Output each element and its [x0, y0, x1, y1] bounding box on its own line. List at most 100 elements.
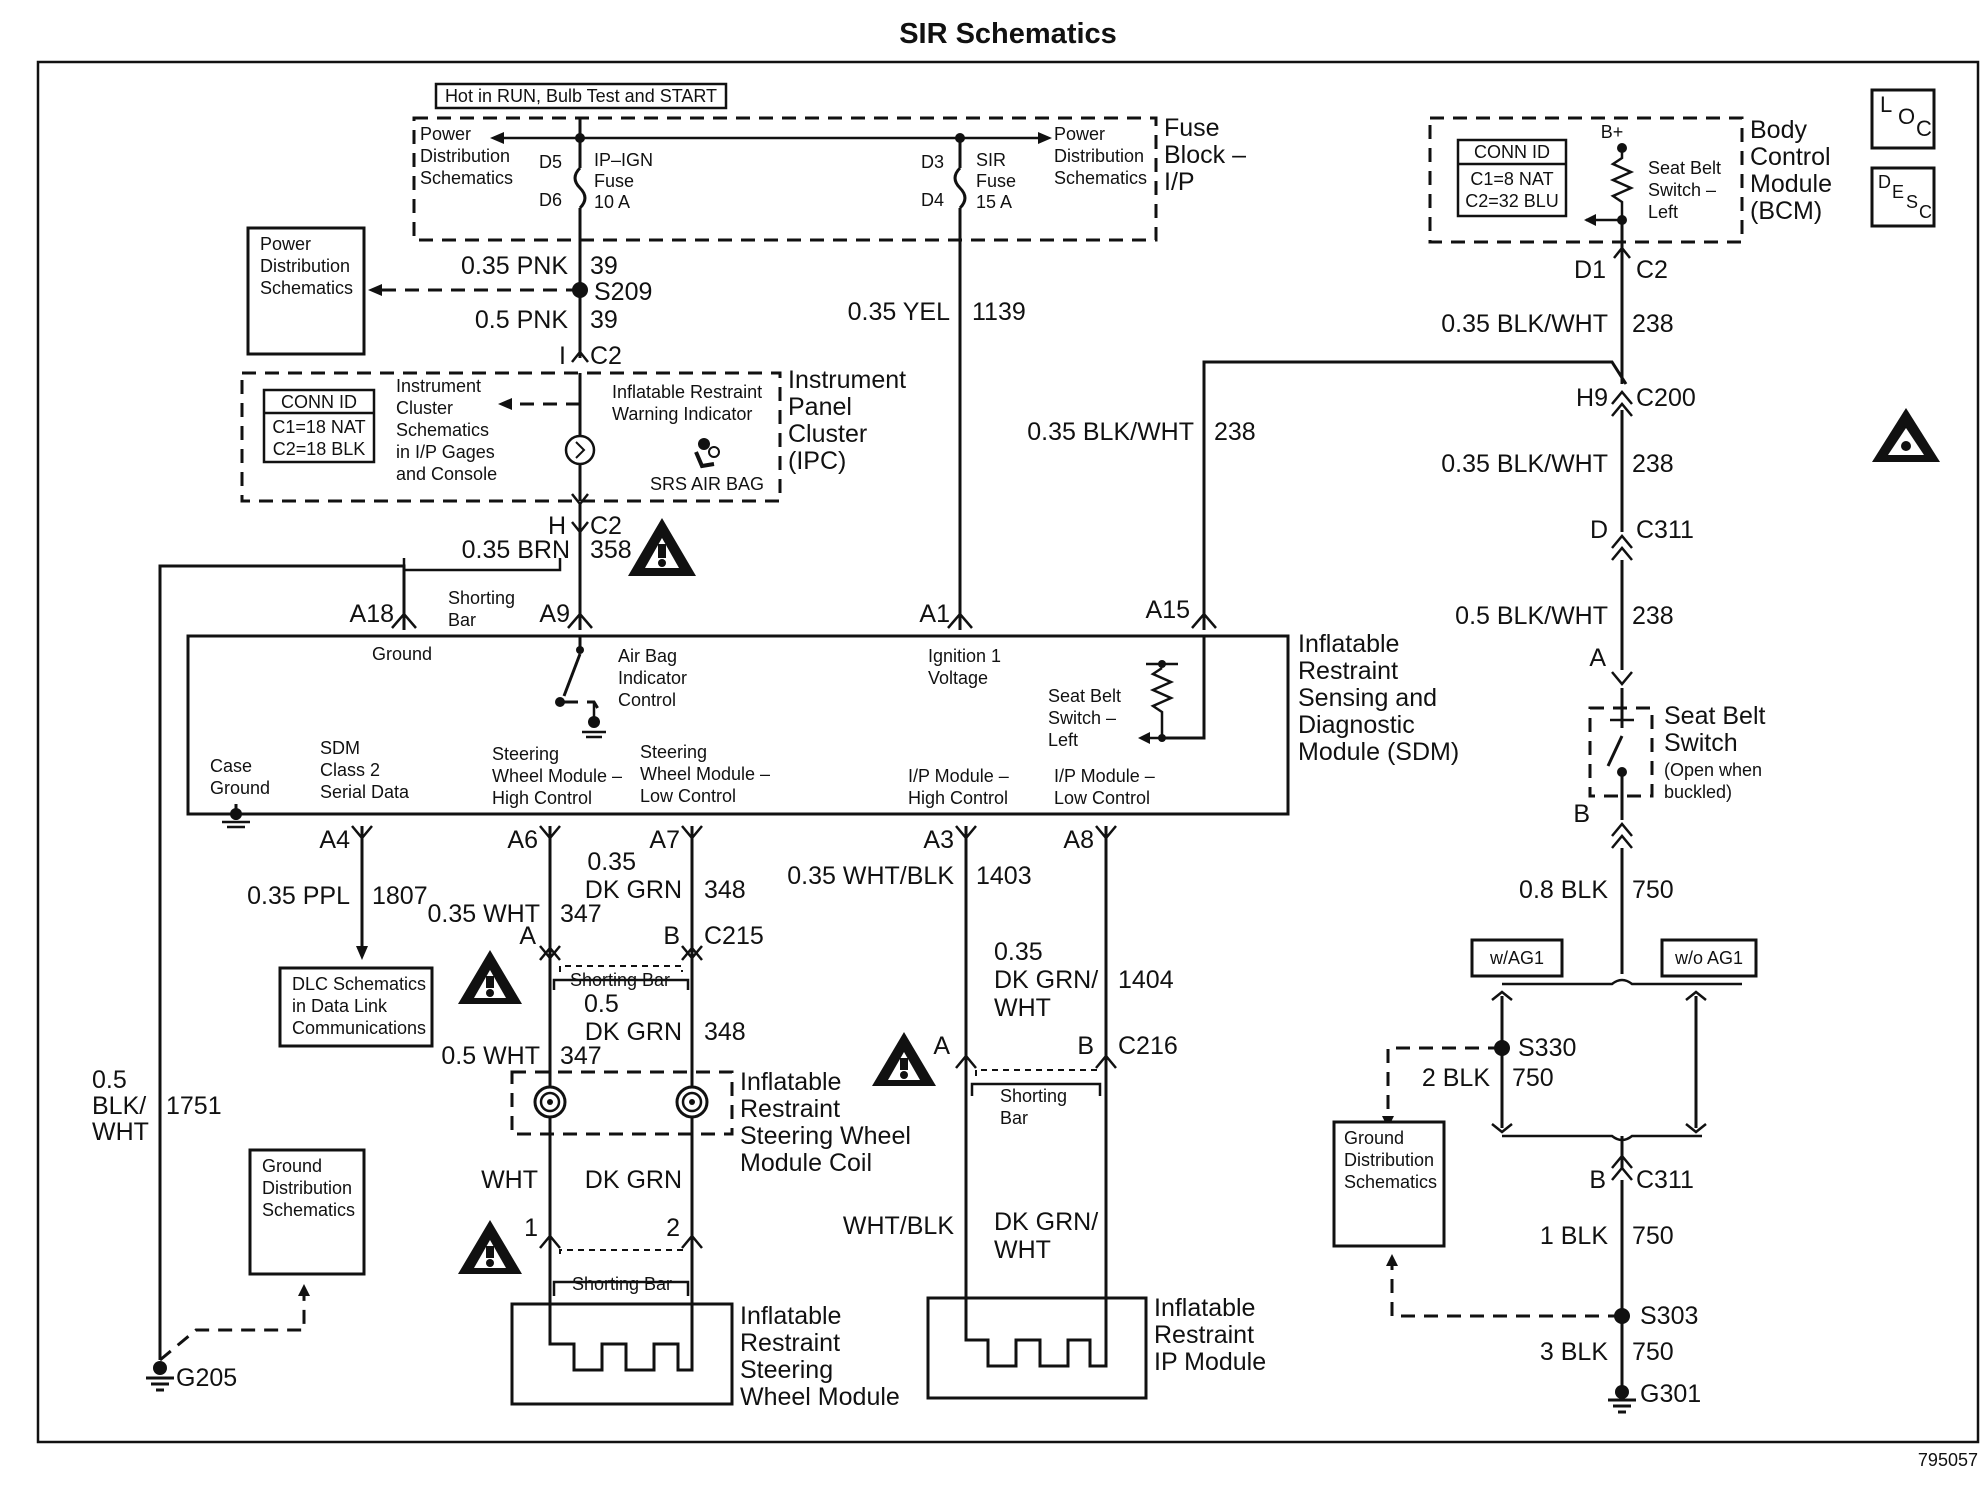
svg-text:Distribution: Distribution	[262, 1178, 352, 1198]
wire-label-gnd-bw: 0.5	[92, 1066, 127, 1094]
svg-text:Distribution: Distribution	[260, 256, 350, 276]
figure-id: 795057	[1918, 1450, 1978, 1470]
swm-label: Inflatable	[740, 1302, 841, 1330]
svg-text:DK GRN: DK GRN	[585, 1018, 682, 1046]
svg-text:buckled): buckled)	[1664, 782, 1732, 802]
svg-text:Seat Belt: Seat Belt	[1048, 686, 1121, 706]
svg-text:Schematics: Schematics	[262, 1200, 355, 1220]
gnd-dist-right[interactable]	[1332, 1120, 1446, 1248]
svg-text:347: 347	[560, 900, 602, 928]
svg-text:A7: A7	[649, 826, 680, 854]
svg-text:Panel: Panel	[788, 393, 852, 421]
svg-text:Fuse: Fuse	[594, 171, 634, 191]
bcm-label: Body	[1750, 116, 1807, 144]
wire-label-brn: 0.35 BRN	[462, 536, 570, 564]
wire-label-bw-mid: 0.35 BLK/WHT	[1027, 418, 1194, 446]
svg-text:A: A	[933, 1032, 950, 1060]
gnd-dist-left[interactable]	[248, 1148, 366, 1276]
svg-text:A18: A18	[350, 600, 394, 628]
svg-text:IP Module: IP Module	[1154, 1348, 1266, 1376]
svg-text:15 A: 15 A	[976, 192, 1012, 212]
svg-text:D: D	[1590, 516, 1608, 544]
svg-text:Diagnostic: Diagnostic	[1298, 711, 1415, 739]
swm-module	[510, 1302, 734, 1406]
svg-text:I/P Module –: I/P Module –	[1054, 766, 1155, 786]
svg-text:Ground: Ground	[1344, 1128, 1404, 1148]
svg-text:A3: A3	[923, 826, 954, 854]
svg-text:Warning Indicator: Warning Indicator	[612, 404, 752, 424]
svg-text:C1=8 NAT: C1=8 NAT	[1470, 169, 1553, 189]
svg-text:1807: 1807	[372, 882, 428, 910]
svg-text:DLC Schematics: DLC Schematics	[292, 974, 426, 994]
svg-text:Low Control: Low Control	[1054, 788, 1150, 808]
svg-text:B: B	[1589, 1166, 1606, 1194]
ipc-label: Instrument	[788, 366, 906, 394]
fuse-block-label: Fuse	[1164, 114, 1220, 142]
sdm-ground-label: Ground	[372, 644, 432, 664]
svg-text:S303: S303	[1640, 1302, 1698, 1330]
svg-text:750: 750	[1512, 1064, 1554, 1092]
svg-text:BLK/: BLK/	[92, 1092, 146, 1120]
svg-text:C2=18 BLK: C2=18 BLK	[273, 439, 366, 459]
svg-text:A4: A4	[319, 826, 350, 854]
ground-icon-g301	[1608, 1385, 1636, 1414]
ipc-conn-id: CONN ID	[281, 392, 357, 412]
svg-text:Voltage: Voltage	[928, 668, 988, 688]
shorting-bar-top: Shorting	[448, 588, 515, 608]
wire-label-pnk2: 0.5 PNK	[475, 306, 568, 334]
svg-text:A1: A1	[919, 600, 950, 628]
svg-text:S330: S330	[1518, 1034, 1576, 1062]
page-title: SIR Schematics	[899, 18, 1117, 50]
svg-text:Ground: Ground	[210, 778, 270, 798]
ip-module	[926, 1296, 1148, 1400]
ip-module-label: Inflatable	[1154, 1294, 1255, 1322]
svg-text:SDM: SDM	[320, 738, 360, 758]
wire-label-wht1: 0.35 WHT	[427, 900, 540, 928]
svg-text:Ground: Ground	[262, 1156, 322, 1176]
svg-text:348: 348	[704, 1018, 746, 1046]
svg-text:S209: S209	[594, 278, 652, 306]
svg-text:G205: G205	[176, 1364, 237, 1392]
sdm-label: Inflatable	[1298, 630, 1399, 658]
svg-text:Distribution: Distribution	[420, 146, 510, 166]
svg-text:Bar: Bar	[448, 610, 476, 630]
wire-label-pnk1: 0.35 PNK	[461, 252, 568, 280]
svg-text:D5: D5	[539, 152, 562, 172]
wire-label-wht2: 0.5 WHT	[441, 1042, 540, 1070]
svg-text:Restraint: Restraint	[1298, 657, 1398, 685]
svg-text:WHT/BLK: WHT/BLK	[843, 1212, 954, 1240]
hot-in-label: Hot in RUN, Bulb Test and START	[445, 86, 717, 106]
wire-label-dkgrn1: 0.35	[587, 848, 636, 876]
svg-text:1404: 1404	[1118, 966, 1174, 994]
svg-text:1403: 1403	[976, 862, 1032, 890]
diagram-frame	[36, 60, 1980, 1444]
svg-text:(BCM): (BCM)	[1750, 197, 1822, 225]
svg-text:238: 238	[1632, 450, 1674, 478]
svg-text:E: E	[1892, 182, 1904, 202]
svg-text:358: 358	[590, 536, 632, 564]
svg-text:Low Control: Low Control	[640, 786, 736, 806]
svg-text:238: 238	[1632, 602, 1674, 630]
dlc-box[interactable]	[278, 966, 434, 1048]
svg-text:2: 2	[666, 1214, 680, 1242]
svg-text:1751: 1751	[166, 1092, 222, 1120]
svg-text:Instrument: Instrument	[396, 376, 481, 396]
svg-text:S: S	[1906, 192, 1918, 212]
svg-text:Distribution: Distribution	[1344, 1150, 1434, 1170]
wire-label-bw3: 0.5 BLK/WHT	[1455, 602, 1608, 630]
shorting-bar-c215: Shorting Bar	[570, 970, 670, 990]
svg-text:(Open when: (Open when	[1664, 760, 1762, 780]
caution-icon-swm	[458, 1220, 522, 1274]
svg-text:A8: A8	[1063, 826, 1094, 854]
pd-box[interactable]	[246, 226, 366, 356]
svg-text:Steering: Steering	[492, 744, 559, 764]
svg-text:D6: D6	[539, 190, 562, 210]
svg-text:B: B	[1573, 800, 1590, 828]
seat-belt-switch-label: Seat Belt	[1664, 702, 1766, 730]
wire-label-blk3: 3 BLK	[1540, 1338, 1608, 1366]
pd-left-label: Power	[420, 124, 471, 144]
ip-ign-fuse-label: IP–IGN	[594, 150, 653, 170]
wire-label-blk1: 1 BLK	[1540, 1222, 1608, 1250]
